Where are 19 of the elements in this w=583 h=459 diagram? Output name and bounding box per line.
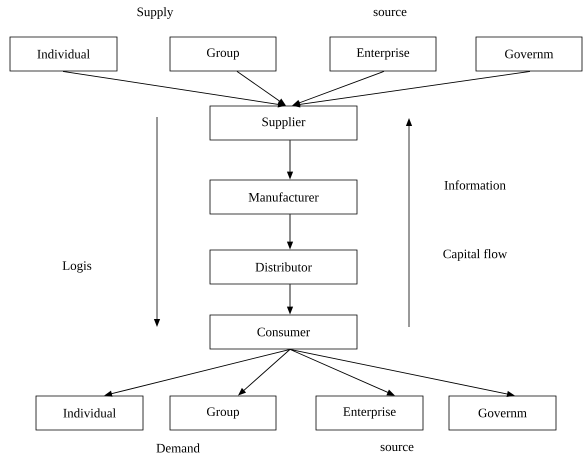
entity-box: Governm [476, 36, 582, 72]
flow-label: Supply [138, 7, 174, 19]
entity-box: Manufacturer [210, 180, 358, 214]
flow-label: Logis [62, 261, 92, 273]
entity-box: Enterprise [330, 36, 436, 72]
entity-box: Group [170, 396, 276, 430]
entity-box: Distributor [210, 250, 358, 284]
flow-label: source [380, 444, 414, 452]
entity-box: Supplier [210, 106, 358, 140]
entity-box: Enterprise [316, 396, 424, 430]
flow-label: source [374, 10, 406, 16]
entity-box: Individual [36, 396, 144, 430]
entity-box: Individual [10, 36, 118, 72]
flow-label: Capital flow [443, 249, 508, 261]
entity-box: Group [170, 36, 276, 72]
flow-label: Information [444, 180, 506, 190]
entity-box: Governm [448, 396, 556, 430]
flow-label: Demand [156, 443, 200, 453]
entity-box: Consumer [210, 314, 358, 350]
